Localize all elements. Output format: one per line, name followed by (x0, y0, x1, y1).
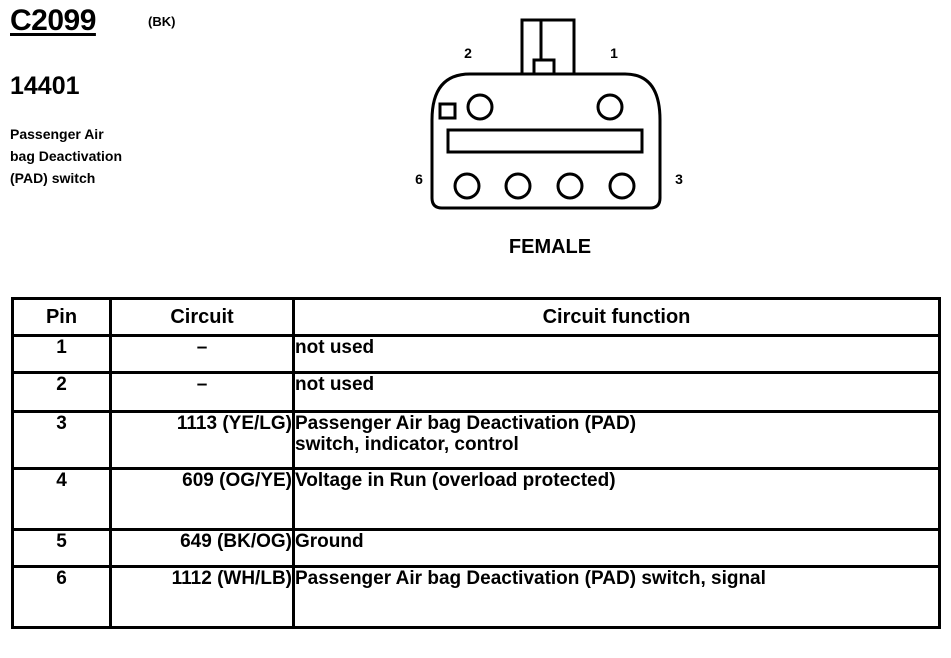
table-row: 4 609 (OG/YE) Voltage in Run (overload p… (11, 467, 941, 531)
function-line: switch, indicator, control (295, 434, 519, 455)
pin-cavity-3 (608, 172, 636, 200)
function-line: Voltage in Run (overload protected) (295, 470, 616, 491)
pin-cell: 6 (11, 565, 112, 629)
pin-callout-6: 6 (415, 171, 423, 187)
function-line: not used (295, 374, 375, 395)
table-header-row: Pin Circuit Circuit function (11, 297, 941, 337)
header-function: Circuit function (292, 297, 941, 337)
header-circuit: Circuit (109, 297, 295, 337)
component-description: Passenger Air bag Deactivation (PAD) swi… (10, 123, 170, 189)
pin-cavity-2 (466, 93, 494, 121)
circuit-cell: – (109, 334, 295, 374)
pin-callout-2: 2 (464, 45, 472, 61)
table-row: 6 1112 (WH/LB) Passenger Air bag Deactiv… (11, 565, 941, 629)
key-notch (438, 102, 457, 120)
table-row: 2 – not used (11, 371, 941, 413)
gender-label: FEMALE (508, 236, 592, 258)
table-row: 1 – not used (11, 334, 941, 374)
pin-cell: 4 (11, 467, 112, 531)
function-cell: Passenger Air bag Deactivation (PAD) swi… (292, 565, 941, 629)
table-row: 3 1113 (YE/LG) Passenger Air bag Deactiv… (11, 410, 941, 470)
pin-cell: 5 (11, 528, 112, 568)
pin-cell: 2 (11, 371, 112, 413)
circuit-cell: – (109, 371, 295, 413)
pin-callout-3: 3 (675, 171, 683, 187)
component-description-line: bag Deactivation (10, 148, 123, 164)
function-line: not used (295, 337, 375, 358)
function-cell: not used (292, 371, 941, 413)
function-cell: not used (292, 334, 941, 374)
pin-callout-1: 1 (610, 45, 618, 61)
circuit-cell: 609 (OG/YE) (109, 467, 295, 531)
pin-cell: 3 (11, 410, 112, 470)
pin-table: Pin Circuit Circuit function 1 – not use… (11, 297, 941, 629)
function-line: Passenger Air bag Deactivation (PAD) (295, 413, 637, 434)
function-cell: Passenger Air bag Deactivation (PAD) swi… (292, 410, 941, 470)
header-pin: Pin (11, 297, 112, 337)
center-bar (446, 128, 644, 154)
component-description-line: (PAD) switch (10, 170, 96, 186)
table-row: 5 649 (BK/OG) Ground (11, 528, 941, 568)
function-line: Ground (295, 531, 364, 552)
function-cell: Voltage in Run (overload protected) (292, 467, 941, 531)
pin-cavity-4 (556, 172, 584, 200)
component-description-line: Passenger Air (10, 126, 104, 142)
pin-cavity-1 (596, 93, 624, 121)
function-cell: Ground (292, 528, 941, 568)
circuit-cell: 649 (BK/OG) (109, 528, 295, 568)
circuit-cell: 1112 (WH/LB) (109, 565, 295, 629)
pin-cavity-5 (504, 172, 532, 200)
pin-cavity-6 (453, 172, 481, 200)
function-line: Passenger Air bag Deactivation (PAD) swi… (295, 568, 766, 589)
component-number: 14401 (10, 72, 80, 100)
connector-id: C2099 (10, 4, 96, 37)
circuit-cell: 1113 (YE/LG) (109, 410, 295, 470)
color-code: (BK) (148, 14, 176, 29)
pin-cell: 1 (11, 334, 112, 374)
connector-face-diagram: 2 1 6 3 (415, 18, 683, 210)
